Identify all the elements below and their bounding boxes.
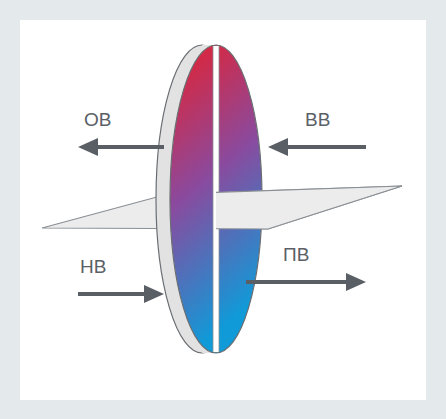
arrow-shaft — [78, 292, 150, 296]
flow-label: ПВ — [283, 245, 309, 264]
flow-label: ОВ — [84, 110, 111, 129]
arrow-shaft — [282, 145, 366, 149]
arrow-head — [78, 138, 98, 156]
arrow-head — [144, 285, 164, 303]
divider-edge — [213, 46, 214, 352]
dividing-plane-front — [216, 186, 402, 229]
panel — [20, 20, 426, 400]
arrow-shaft — [92, 145, 164, 149]
flow-label: НВ — [80, 257, 106, 276]
arrow-shaft — [246, 280, 352, 284]
arrow-head — [268, 138, 288, 156]
arrow-head — [346, 273, 366, 291]
flow-label: ВВ — [305, 110, 330, 129]
dividing-plane — [42, 186, 402, 229]
